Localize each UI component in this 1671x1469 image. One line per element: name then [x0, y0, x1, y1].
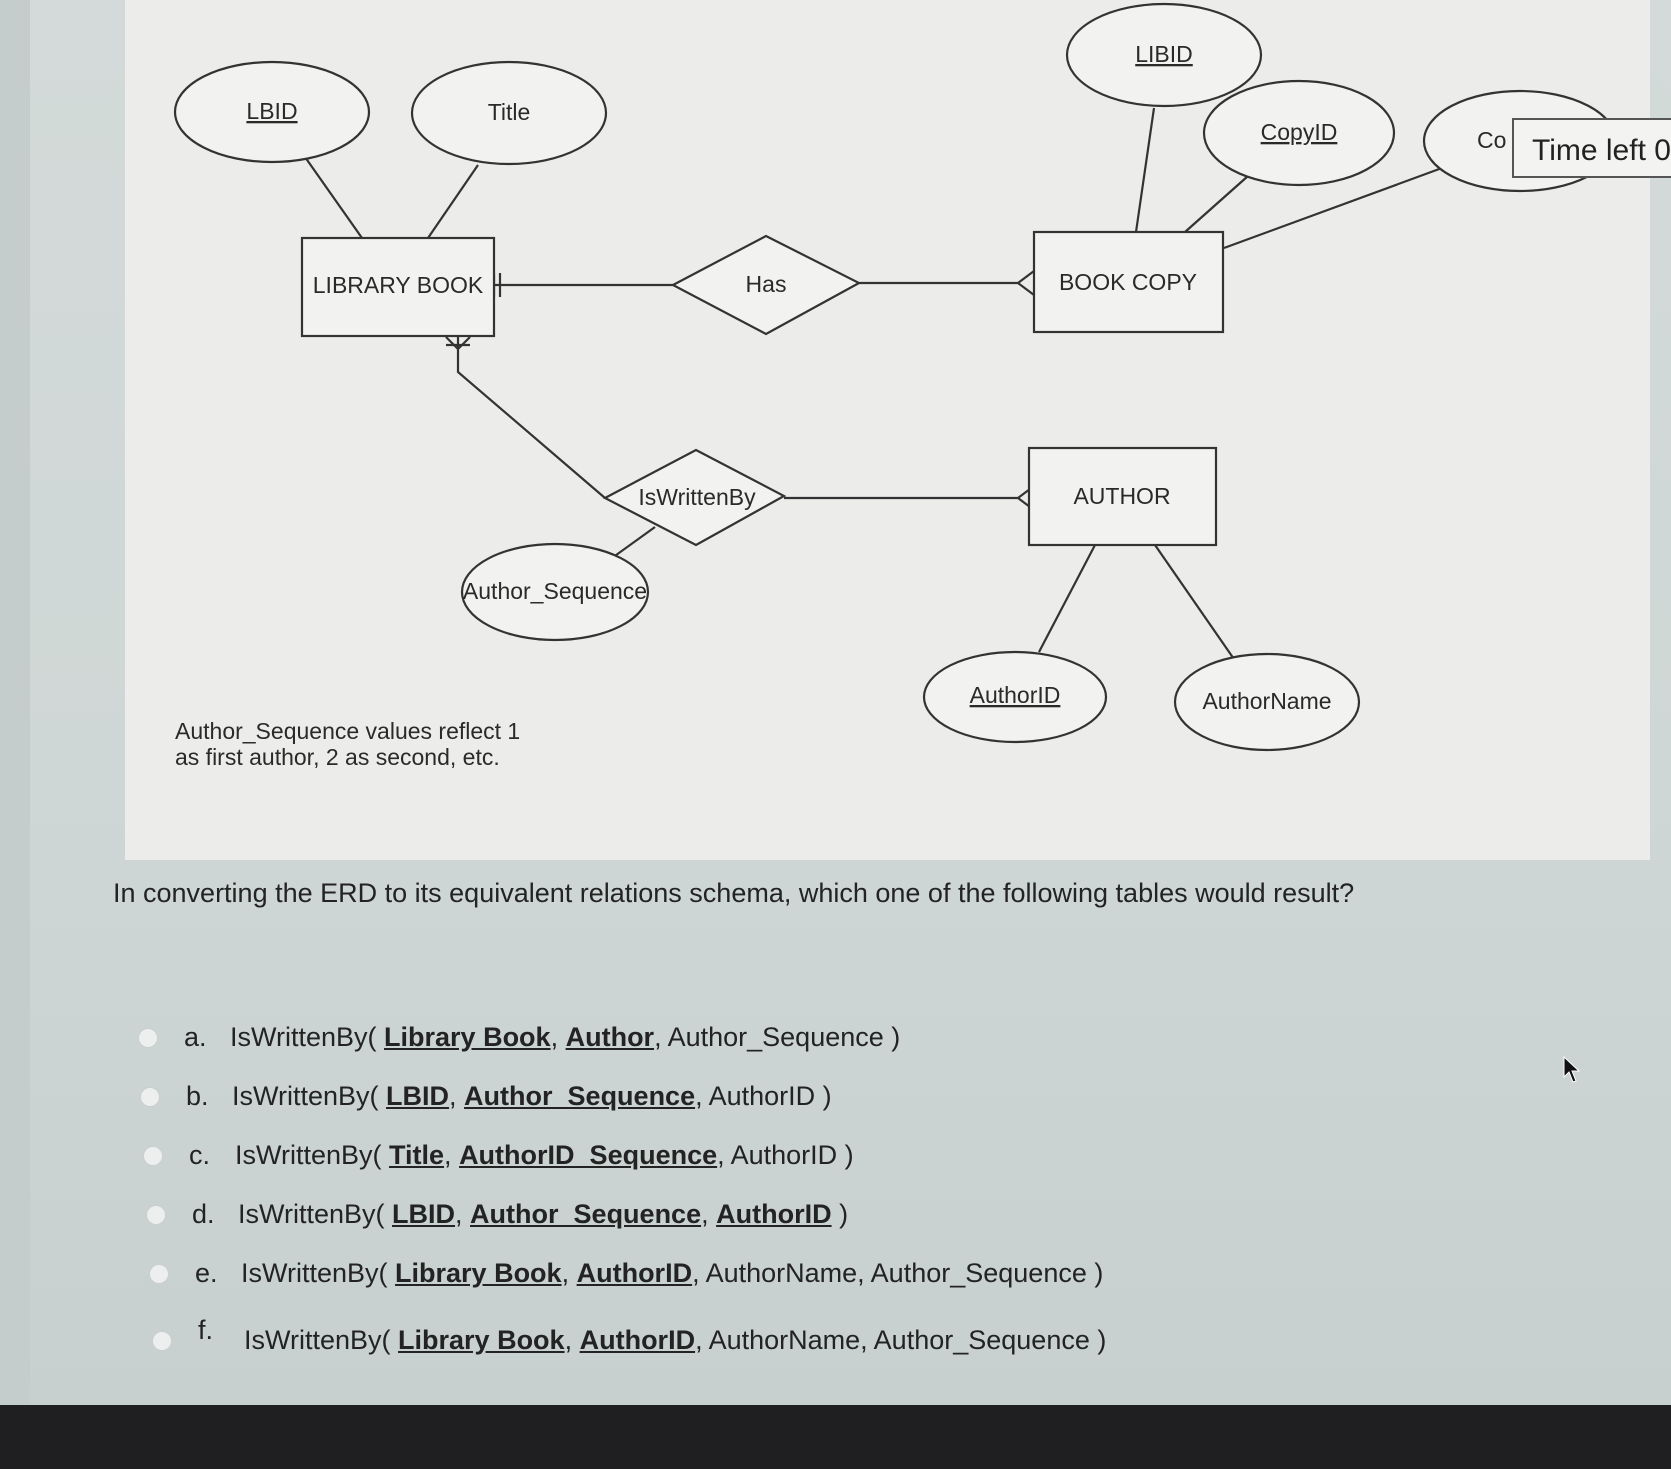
option-letter: c.	[189, 1140, 211, 1170]
option-a[interactable]: a. IsWrittenBy( Library Book, Author, Aut…	[138, 1022, 900, 1053]
iswrittenby-label: IsWrittenBy	[638, 484, 756, 510]
time-left-box: Time left 0	[1512, 118, 1671, 178]
copyid-label: CopyID	[1261, 119, 1338, 145]
option-text: IsWrittenBy(	[241, 1258, 396, 1288]
erd-figure-panel	[125, 0, 1650, 860]
option-text: , AuthorID )	[695, 1081, 832, 1111]
option-letter: b.	[186, 1081, 209, 1111]
option-text: IsWrittenBy(	[232, 1081, 387, 1111]
attribute-authorname	[1173, 652, 1361, 752]
entity-author	[1027, 446, 1218, 547]
option-key-attribute: AuthorID_Sequence	[459, 1140, 718, 1170]
option-e[interactable]: e. IsWrittenBy( Library Book, AuthorID, A…	[149, 1258, 1103, 1289]
library-book-label: LIBRARY BOOK	[313, 272, 484, 298]
left-edge	[0, 0, 30, 1410]
option-text: )	[831, 1199, 849, 1229]
option-key-attribute: Library Book	[384, 1022, 551, 1052]
author-sequence-note: Author_Sequence values reflect 1 as firs…	[175, 718, 521, 770]
radio-button[interactable]	[149, 1263, 169, 1284]
option-key-attribute: LBID	[392, 1199, 456, 1229]
title-label: Title	[488, 99, 531, 125]
cov-label: Co	[1477, 127, 1506, 153]
book-copy-label: BOOK COPY	[1059, 269, 1197, 295]
option-key-attribute: Author_Sequence	[470, 1199, 702, 1229]
author-label: AUTHOR	[1073, 483, 1170, 509]
line-copyid-bookcopy	[1184, 175, 1249, 233]
libid-label: LIBID	[1135, 41, 1193, 67]
line-author-authorname	[1154, 544, 1237, 663]
line-cov-bookcopy	[1223, 166, 1443, 250]
option-letter: f.	[198, 1315, 214, 1345]
monitor-bezel	[0, 1405, 1671, 1469]
option-key-attribute: Author	[565, 1022, 655, 1052]
has-label: Has	[746, 271, 787, 297]
attribute-title	[410, 60, 608, 166]
relationship-has	[670, 234, 862, 336]
entity-library-book	[300, 236, 496, 338]
line-libid-bookcopy	[1134, 107, 1156, 233]
attribute-author-sequence	[460, 542, 650, 642]
option-letter: a.	[184, 1022, 207, 1052]
option-b[interactable]: b. IsWrittenBy( LBID, Author_Sequence, Au…	[140, 1081, 832, 1112]
option-key-attribute: Title	[389, 1140, 445, 1170]
option-text: ,	[564, 1325, 580, 1355]
attribute-lbid	[173, 60, 371, 164]
attribute-libid	[1065, 2, 1263, 108]
option-text: ,	[550, 1022, 566, 1052]
option-key-attribute: Library Book	[398, 1325, 565, 1355]
radio-button[interactable]	[152, 1330, 172, 1351]
radio-button[interactable]	[140, 1086, 160, 1107]
option-key-attribute: Library Book	[395, 1258, 562, 1288]
option-f[interactable]: f. IsWrittenBy( Library Book, AuthorID, A…	[152, 1315, 1107, 1356]
option-key-attribute: Author_Sequence	[464, 1081, 696, 1111]
option-text: IsWrittenBy(	[244, 1325, 399, 1355]
radio-button[interactable]	[143, 1145, 163, 1166]
mouse-cursor-icon	[1563, 1055, 1581, 1083]
radio-button[interactable]	[146, 1204, 166, 1225]
question-text: In converting the ERD to its equivalent …	[113, 878, 1355, 908]
radio-button[interactable]	[138, 1027, 158, 1048]
option-text: IsWrittenBy(	[235, 1140, 390, 1170]
option-letter: e.	[195, 1258, 218, 1288]
line-librarybook-iswrittenby	[456, 337, 606, 499]
option-text: , AuthorName, Author_Sequence )	[692, 1258, 1104, 1288]
option-text: ,	[455, 1199, 471, 1229]
author-sequence-label: Author_Sequence	[463, 578, 647, 604]
line-title-librarybook	[427, 164, 479, 239]
option-key-attribute: AuthorID	[716, 1199, 832, 1229]
option-text: IsWrittenBy(	[230, 1022, 385, 1052]
option-key-attribute: LBID	[386, 1081, 450, 1111]
option-text: , Author_Sequence )	[654, 1022, 901, 1052]
line-lbid-librarybook	[304, 156, 363, 239]
entity-book-copy	[1032, 230, 1225, 334]
relationship-iswrittenby	[602, 448, 787, 547]
option-letter: d.	[192, 1199, 215, 1229]
attribute-copyid	[1202, 79, 1396, 187]
authorname-label: AuthorName	[1202, 688, 1331, 714]
option-key-attribute: AuthorID	[576, 1258, 693, 1288]
option-text: ,	[561, 1258, 577, 1288]
option-d[interactable]: d. IsWrittenBy( LBID, Author_Sequence, Au…	[146, 1199, 848, 1230]
option-c[interactable]: c. IsWrittenBy( Title, AuthorID_Sequence,…	[143, 1140, 854, 1171]
lbid-label: LBID	[246, 98, 297, 124]
option-text: , AuthorName, Author_Sequence )	[695, 1325, 1107, 1355]
option-text: IsWrittenBy(	[238, 1199, 393, 1229]
option-text: ,	[444, 1140, 460, 1170]
line-iswrittenby-authorsequence	[611, 526, 656, 559]
option-key-attribute: AuthorID	[579, 1325, 696, 1355]
option-text: ,	[701, 1199, 717, 1229]
option-text: , AuthorID )	[717, 1140, 854, 1170]
option-text: ,	[449, 1081, 465, 1111]
line-author-authorid	[1038, 544, 1096, 653]
attribute-authorid	[922, 650, 1108, 744]
authorid-label: AuthorID	[970, 682, 1061, 708]
